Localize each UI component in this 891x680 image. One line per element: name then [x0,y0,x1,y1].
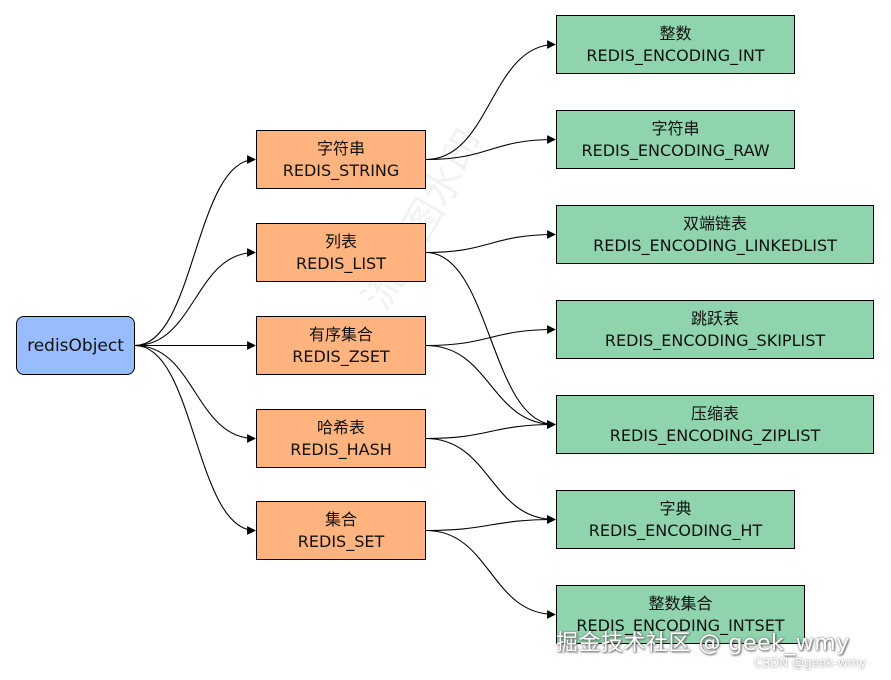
node-cn-label: 整数集合 [648,593,713,613]
edge-hash-to-ht [425,437,556,524]
node-encoding-intset: 整数集合 REDIS_ENCODING_INTSET [556,585,805,644]
node-cn-label: 集合 [324,509,357,529]
node-en-label: REDIS_ENCODING_RAW [581,140,770,160]
edge-list-to-linkedlist [425,230,556,254]
node-encoding-ziplist: 压缩表 REDIS_ENCODING_ZIPLIST [556,395,874,454]
edge-list-to-ziplist [425,251,556,429]
node-encoding-linkedlist: 双端链表 REDIS_ENCODING_LINKEDLIST [556,205,874,264]
node-cn-label: 有序集合 [308,324,373,344]
node-en-label: REDIS_ENCODING_SKIPLIST [604,330,826,350]
node-en-label: REDIS_ENCODING_LINKEDLIST [593,235,837,255]
node-en-label: REDIS_LIST [296,253,386,273]
node-redis-list: 列表 REDIS_LIST [256,223,426,282]
edge-set-to-intset [425,529,556,619]
node-encoding-skiplist: 跳跃表 REDIS_ENCODING_SKIPLIST [556,300,874,359]
node-en-label: REDIS_ENCODING_ZIPLIST [609,425,821,445]
node-encoding-int: 整数 REDIS_ENCODING_INT [556,15,795,74]
node-redis-set: 集合 REDIS_SET [256,501,426,560]
edge-root-to-string [134,155,256,347]
watermark-csdn: CSDN @geek-wmy [754,656,867,670]
node-redisobject: redisObject [16,316,135,375]
edge-zset-to-ziplist [425,344,556,429]
node-en-label: REDIS_ENCODING_INTSET [576,615,785,635]
node-cn-label: 字符串 [651,118,700,138]
edge-root-to-list [134,248,256,347]
edge-set-to-ht [425,515,556,532]
node-cn-label: 字符串 [316,138,365,158]
node-label: redisObject [27,335,124,356]
edge-hash-to-ziplist [425,420,556,440]
node-en-label: REDIS_ENCODING_HT [588,520,763,540]
node-en-label: REDIS_HASH [290,439,392,459]
node-cn-label: 双端链表 [682,213,747,233]
edge-root-to-hash [134,344,256,443]
node-en-label: REDIS_STRING [282,160,400,180]
node-en-label: REDIS_SET [297,531,385,551]
node-cn-label: 列表 [324,231,357,251]
node-encoding-ht: 字典 REDIS_ENCODING_HT [556,490,795,549]
node-en-label: REDIS_ENCODING_INT [586,45,765,65]
node-cn-label: 哈希表 [316,417,365,437]
node-encoding-raw: 字符串 REDIS_ENCODING_RAW [556,110,795,169]
node-redis-hash: 哈希表 REDIS_HASH [256,409,426,468]
node-cn-label: 压缩表 [690,403,739,423]
edge-root-to-set [134,344,256,535]
node-cn-label: 跳跃表 [690,308,739,328]
node-en-label: REDIS_ZSET [292,346,390,366]
watermark-juejin: 掘金技术社区 @ geek_wmy [556,631,850,656]
node-cn-label: 整数 [659,23,692,43]
node-redis-string: 字符串 REDIS_STRING [256,130,426,189]
node-redis-zset: 有序集合 REDIS_ZSET [256,316,426,375]
edge-zset-to-skiplist [425,325,556,347]
node-cn-label: 字典 [659,498,692,518]
edge-string-to-raw [425,135,556,161]
edge-string-to-int [425,40,556,161]
